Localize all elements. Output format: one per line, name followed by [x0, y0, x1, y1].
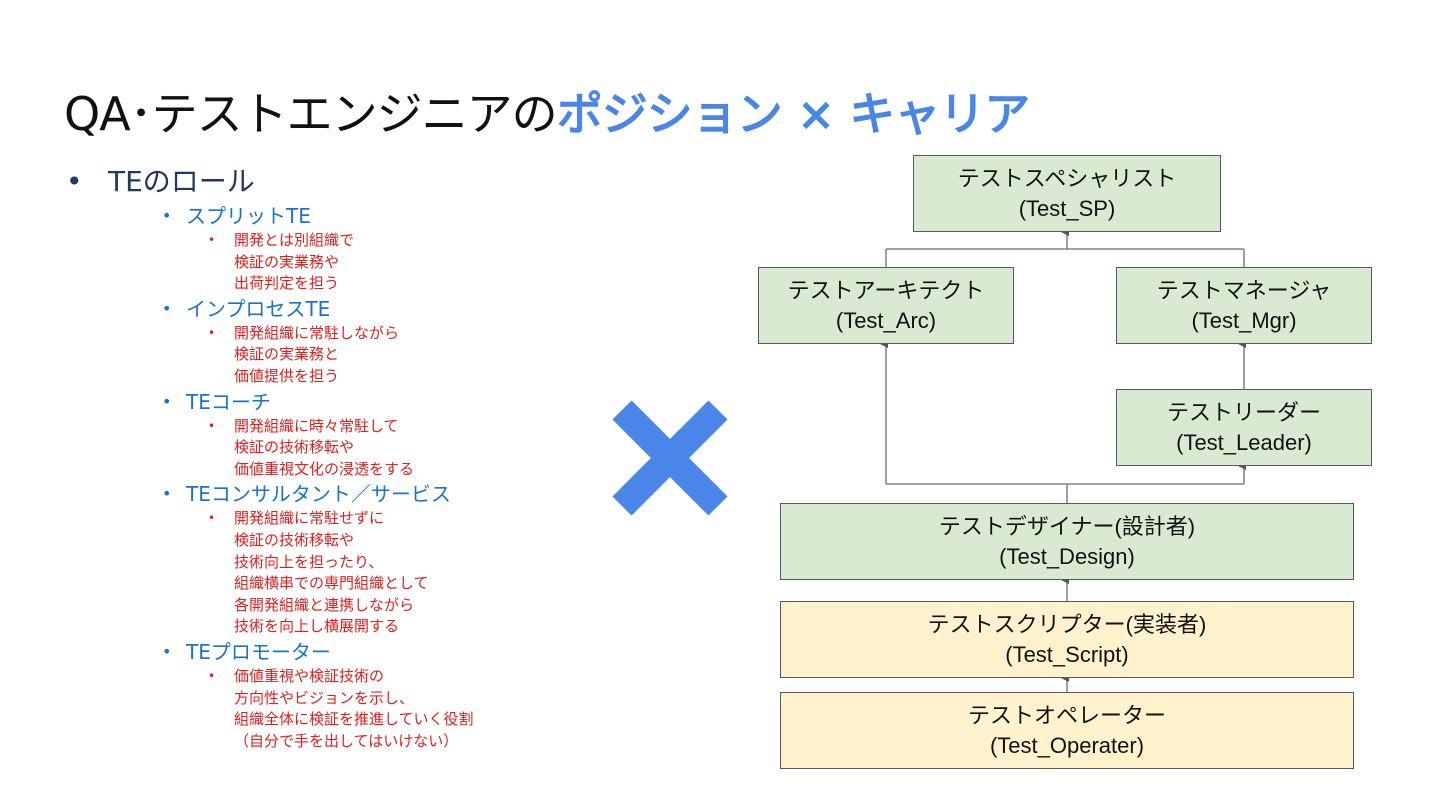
- node-test-design: テストデザイナー(設計者) (Test_Design): [780, 503, 1354, 580]
- node-code: (Test_SP): [1018, 195, 1116, 221]
- role-description: 開発組織に常駐せずに 検証の技術移転や 技術向上を担ったり、 組織横串での専門組…: [208, 508, 606, 638]
- node-code: (Test_Arc): [835, 307, 937, 333]
- node-name: テストスペシャリスト: [957, 165, 1177, 191]
- node-name: テストリーダー: [1166, 399, 1321, 425]
- role-description: 開発とは別組織で 検証の実業務や 出荷判定を担う: [208, 230, 606, 295]
- node-test-script: テストスクリプター(実装者) (Test_Script): [780, 601, 1354, 678]
- node-test-leader: テストリーダー (Test_Leader): [1116, 389, 1372, 466]
- role-name: インプロセスTE: [162, 295, 606, 323]
- node-code: (Test_Leader): [1176, 429, 1312, 455]
- node-test-sp: テストスペシャリスト (Test_SP): [913, 155, 1221, 232]
- title-prefix: QA･テストエンジニアの: [64, 87, 558, 141]
- node-name: テストデザイナー(設計者): [938, 513, 1196, 539]
- role-description: 開発組織に常駐しながら 検証の実業務と 価値提供を担う: [208, 323, 606, 388]
- node-code: (Test_Design): [999, 543, 1135, 569]
- node-test-operator: テストオペレーター (Test_Operater): [780, 692, 1354, 769]
- page-title: QA･テストエンジニアのポジション × キャリア: [64, 84, 1031, 144]
- roles-heading: TEのロール: [66, 162, 606, 202]
- role-description: 開発組織に時々常駐して 検証の技術移転や 価値重視文化の浸透をする: [208, 416, 606, 481]
- title-accent: ポジション × キャリア: [556, 87, 1031, 141]
- roles-list: TEのロール スプリットTE 開発とは別組織で 検証の実業務や 出荷判定を担う …: [66, 162, 606, 752]
- node-code: (Test_Mgr): [1191, 307, 1297, 333]
- role-description: 価値重視や検証技術の 方向性やビジョンを示し、 組織全体に検証を推進していく役割…: [208, 666, 606, 752]
- multiply-icon: [612, 400, 728, 516]
- role-name: TEコーチ: [162, 388, 606, 416]
- role-name: TEコンサルタント／サービス: [162, 480, 606, 508]
- node-name: テストスクリプター(実装者): [927, 611, 1207, 637]
- node-name: テストオペレーター: [967, 702, 1166, 728]
- role-name: TEプロモーター: [162, 638, 606, 666]
- node-code: (Test_Script): [1005, 641, 1129, 667]
- node-name: テストマネージャ: [1156, 277, 1332, 303]
- node-test-arc: テストアーキテクト (Test_Arc): [758, 267, 1014, 344]
- node-name: テストアーキテクト: [787, 277, 985, 303]
- role-name: スプリットTE: [162, 202, 606, 230]
- node-test-mgr: テストマネージャ (Test_Mgr): [1116, 267, 1372, 344]
- node-code: (Test_Operater): [989, 732, 1145, 758]
